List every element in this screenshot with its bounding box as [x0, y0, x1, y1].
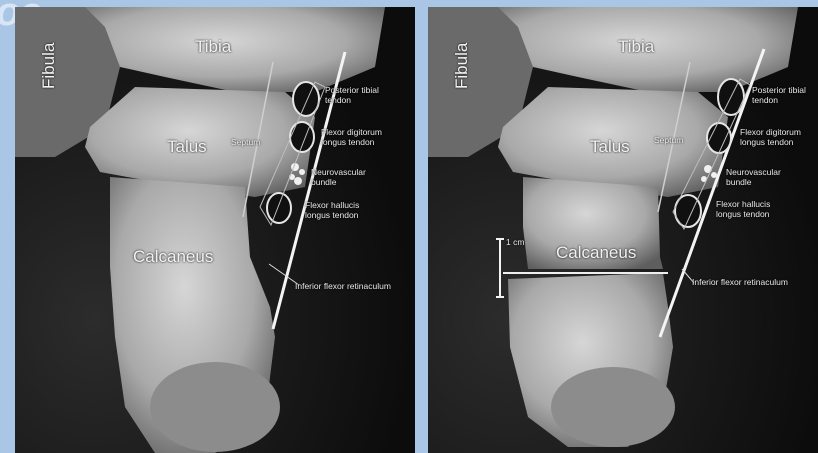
label-neurovascular: Neurovascular bundle	[311, 167, 381, 187]
label-septum: Septum	[654, 135, 683, 145]
label-posterior-tibial: Posterior tibial tendon	[325, 85, 405, 105]
label-flexor-hallucis: Flexor hallucis longus tendon	[305, 200, 377, 220]
ankle-bones-illustration-osteotomy	[428, 7, 818, 453]
label-tibia: Tibia	[195, 37, 231, 57]
label-talus: Talus	[590, 137, 630, 157]
label-talus: Talus	[167, 137, 207, 157]
label-neurovascular: Neurovascular bundle	[726, 167, 798, 187]
label-retinaculum: Inferior flexor retinaculum	[692, 277, 788, 287]
label-fibula: Fibula	[452, 43, 472, 89]
label-fibula: Fibula	[39, 43, 59, 89]
ankle-diagram-left: Fibula Tibia Talus Calcaneus Septum Post…	[15, 7, 415, 453]
label-flexor-digitorum: Flexor digitorum longus tendon	[740, 127, 818, 147]
label-septum: Septum	[231, 137, 260, 147]
label-flexor-digitorum: Flexor digitorum longus tendon	[321, 127, 403, 147]
calcaneus-tuberosity	[150, 362, 280, 452]
label-calcaneus: Calcaneus	[133, 247, 213, 267]
label-posterior-tibial: Posterior tibial tendon	[752, 85, 818, 105]
calcaneus-tuberosity	[551, 367, 675, 447]
label-retinaculum: Inferior flexor retinaculum	[295, 281, 391, 291]
label-calcaneus: Calcaneus	[556, 243, 636, 263]
label-scale: 1 cm	[506, 237, 524, 247]
label-flexor-hallucis: Flexor hallucis longus tendon	[716, 199, 792, 219]
ankle-bones-illustration	[15, 7, 415, 453]
ankle-diagram-right: Fibula Tibia Talus Calcaneus Septum 1 cm…	[428, 7, 818, 453]
label-tibia: Tibia	[618, 37, 654, 57]
